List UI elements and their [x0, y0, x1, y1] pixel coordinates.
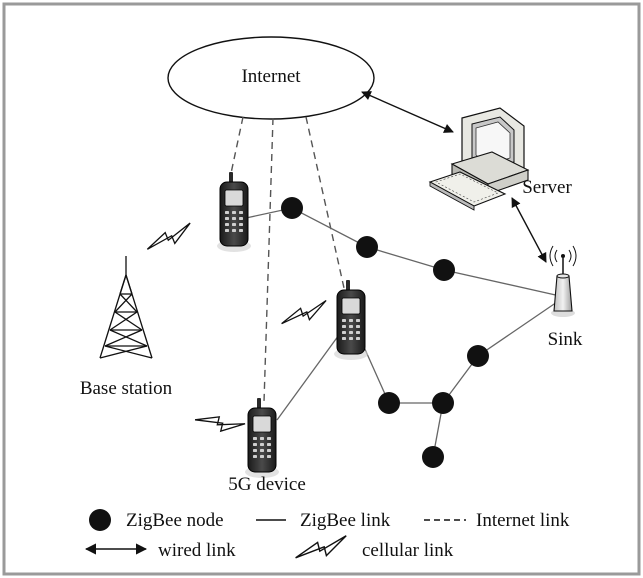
mobile-phone-icon	[216, 171, 252, 253]
legend: ZigBee node ZigBee link Internet link wi…	[84, 509, 570, 561]
legend-zigbee-link-label: ZigBee link	[300, 510, 391, 531]
legend-internet-link-label: Internet link	[476, 510, 570, 531]
zigbee-node	[356, 236, 378, 258]
legend-wired-link-label: wired link	[158, 540, 236, 561]
internet-links	[229, 116, 345, 403]
zigbee-node	[467, 345, 489, 367]
wired-links	[361, 91, 547, 263]
zigbee-nodes	[281, 197, 489, 468]
internet-link-phone1	[229, 116, 244, 179]
legend-cellular-link-label: cellular link	[362, 540, 454, 561]
legend-zigbee-node-label: ZigBee node	[126, 510, 224, 531]
mobile-phone-icon	[333, 279, 369, 361]
sink-label: Sink	[548, 329, 583, 350]
legend-zigbee-node-swatch	[89, 509, 111, 531]
zigbee-node	[433, 259, 455, 281]
5g-device-label: 5G device	[228, 474, 306, 495]
server-computer-icon	[428, 107, 530, 211]
zigbee-link-5g-device	[276, 327, 345, 421]
base-station-tower-icon	[99, 256, 153, 359]
mobile-phone-icon	[244, 397, 280, 479]
internet-link-phone2	[305, 116, 345, 289]
wired-link-internet-server	[361, 91, 454, 133]
zigbee-node	[281, 197, 303, 219]
server-label: Server	[522, 177, 572, 198]
wired-link-server-sink	[511, 197, 547, 263]
zigbee-node	[378, 392, 400, 414]
sink-antenna-icon	[549, 245, 577, 317]
zigbee-node	[422, 446, 444, 468]
internet-label: Internet	[241, 66, 301, 87]
internet-cloud	[167, 36, 375, 120]
base-station-label: Base station	[80, 378, 173, 399]
zigbee-node	[432, 392, 454, 414]
